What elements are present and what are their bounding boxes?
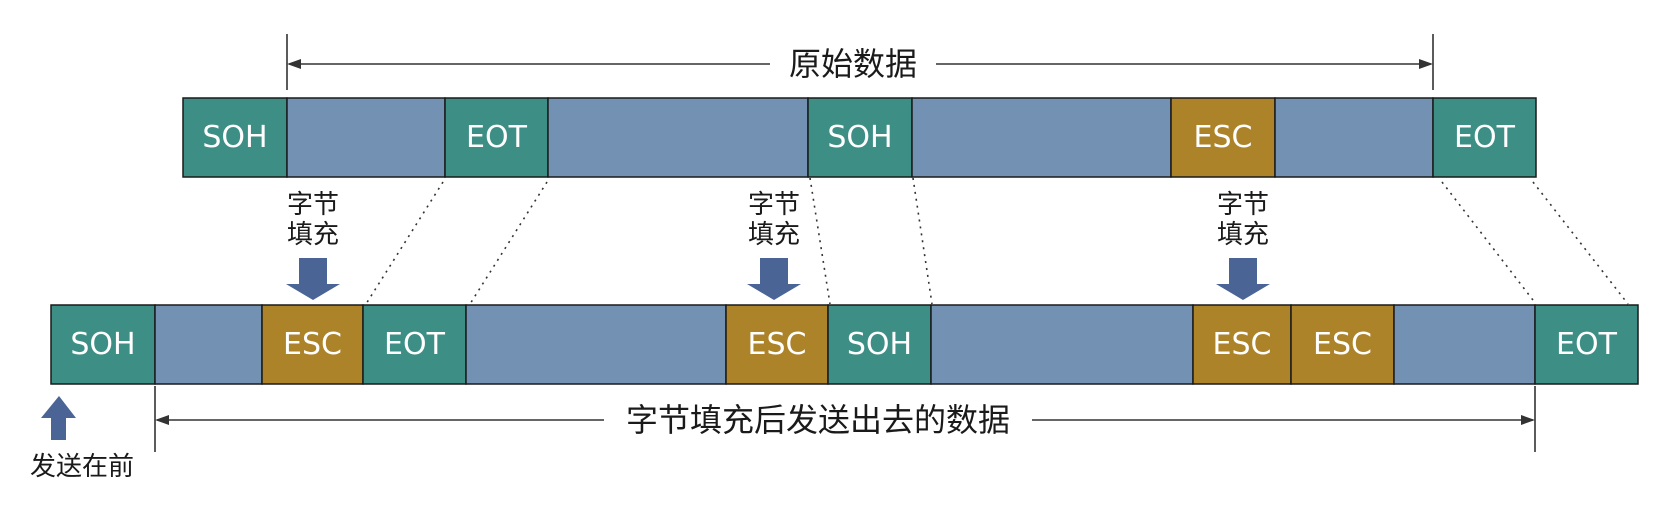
data-segment	[154, 304, 263, 385]
soh-label: SOH	[827, 120, 892, 155]
up-arrow-icon	[41, 396, 76, 440]
down-arrow-icon	[747, 258, 801, 300]
original-data-dimension: 原始数据	[286, 34, 1434, 90]
eot-segment	[444, 97, 549, 178]
eot-label: EOT	[1556, 327, 1618, 362]
original-frame: SOH EOT SOH ESC EOT	[182, 97, 1537, 178]
data-segment	[911, 97, 1172, 178]
eot-segment	[1432, 97, 1537, 178]
esc-segment	[1170, 97, 1276, 178]
stuffing-label-line1: 字节	[748, 190, 800, 220]
stuffing-label-line2: 填充	[748, 220, 800, 250]
eot-label: EOT	[1454, 120, 1516, 155]
soh-segment	[807, 97, 913, 178]
send-first-marker: 发送在前	[30, 396, 134, 482]
soh-label: SOH	[70, 327, 135, 362]
esc-segment	[1192, 304, 1292, 385]
byte-stuffing-marker-3: 字节 填充	[1216, 190, 1270, 300]
down-arrow-icon	[1216, 258, 1270, 300]
esc-label: ESC	[748, 327, 807, 362]
original-data-label: 原始数据	[789, 45, 917, 83]
soh-segment	[182, 97, 288, 178]
esc-label: ESC	[1194, 120, 1253, 155]
data-segment	[547, 97, 809, 178]
esc-label: ESC	[283, 327, 342, 362]
data-segment	[465, 304, 727, 385]
soh-segment	[50, 304, 156, 385]
eot-segment	[1534, 304, 1639, 385]
esc-segment	[725, 304, 829, 385]
esc-segment	[1290, 304, 1395, 385]
stuffed-data-dimension: 字节填充后发送出去的数据	[154, 386, 1536, 452]
stuffed-data-label: 字节填充后发送出去的数据	[626, 401, 1010, 439]
data-segment	[1274, 97, 1434, 178]
byte-stuffing-marker-2: 字节 填充	[747, 190, 801, 300]
down-arrow-icon	[286, 258, 340, 300]
stuffing-label-line1: 字节	[287, 190, 339, 220]
stuffing-label-line2: 填充	[287, 220, 339, 250]
stuffed-frame: SOH ESC EOT ESC SOH ESC ESC EOT	[50, 304, 1639, 385]
byte-stuffing-marker-1: 字节 填充	[286, 190, 340, 300]
soh-label: SOH	[847, 327, 912, 362]
stuffing-label-line2: 填充	[1217, 220, 1269, 250]
esc-label: ESC	[1213, 327, 1272, 362]
soh-segment	[827, 304, 932, 385]
data-segment	[930, 304, 1194, 385]
soh-label: SOH	[202, 120, 267, 155]
mapping-lines	[365, 177, 1629, 305]
send-first-label: 发送在前	[30, 452, 134, 482]
eot-label: EOT	[384, 327, 446, 362]
stuffing-label-line1: 字节	[1217, 190, 1269, 220]
data-segment	[1393, 304, 1536, 385]
esc-label: ESC	[1313, 327, 1372, 362]
data-segment	[286, 97, 446, 178]
eot-label: EOT	[466, 120, 528, 155]
